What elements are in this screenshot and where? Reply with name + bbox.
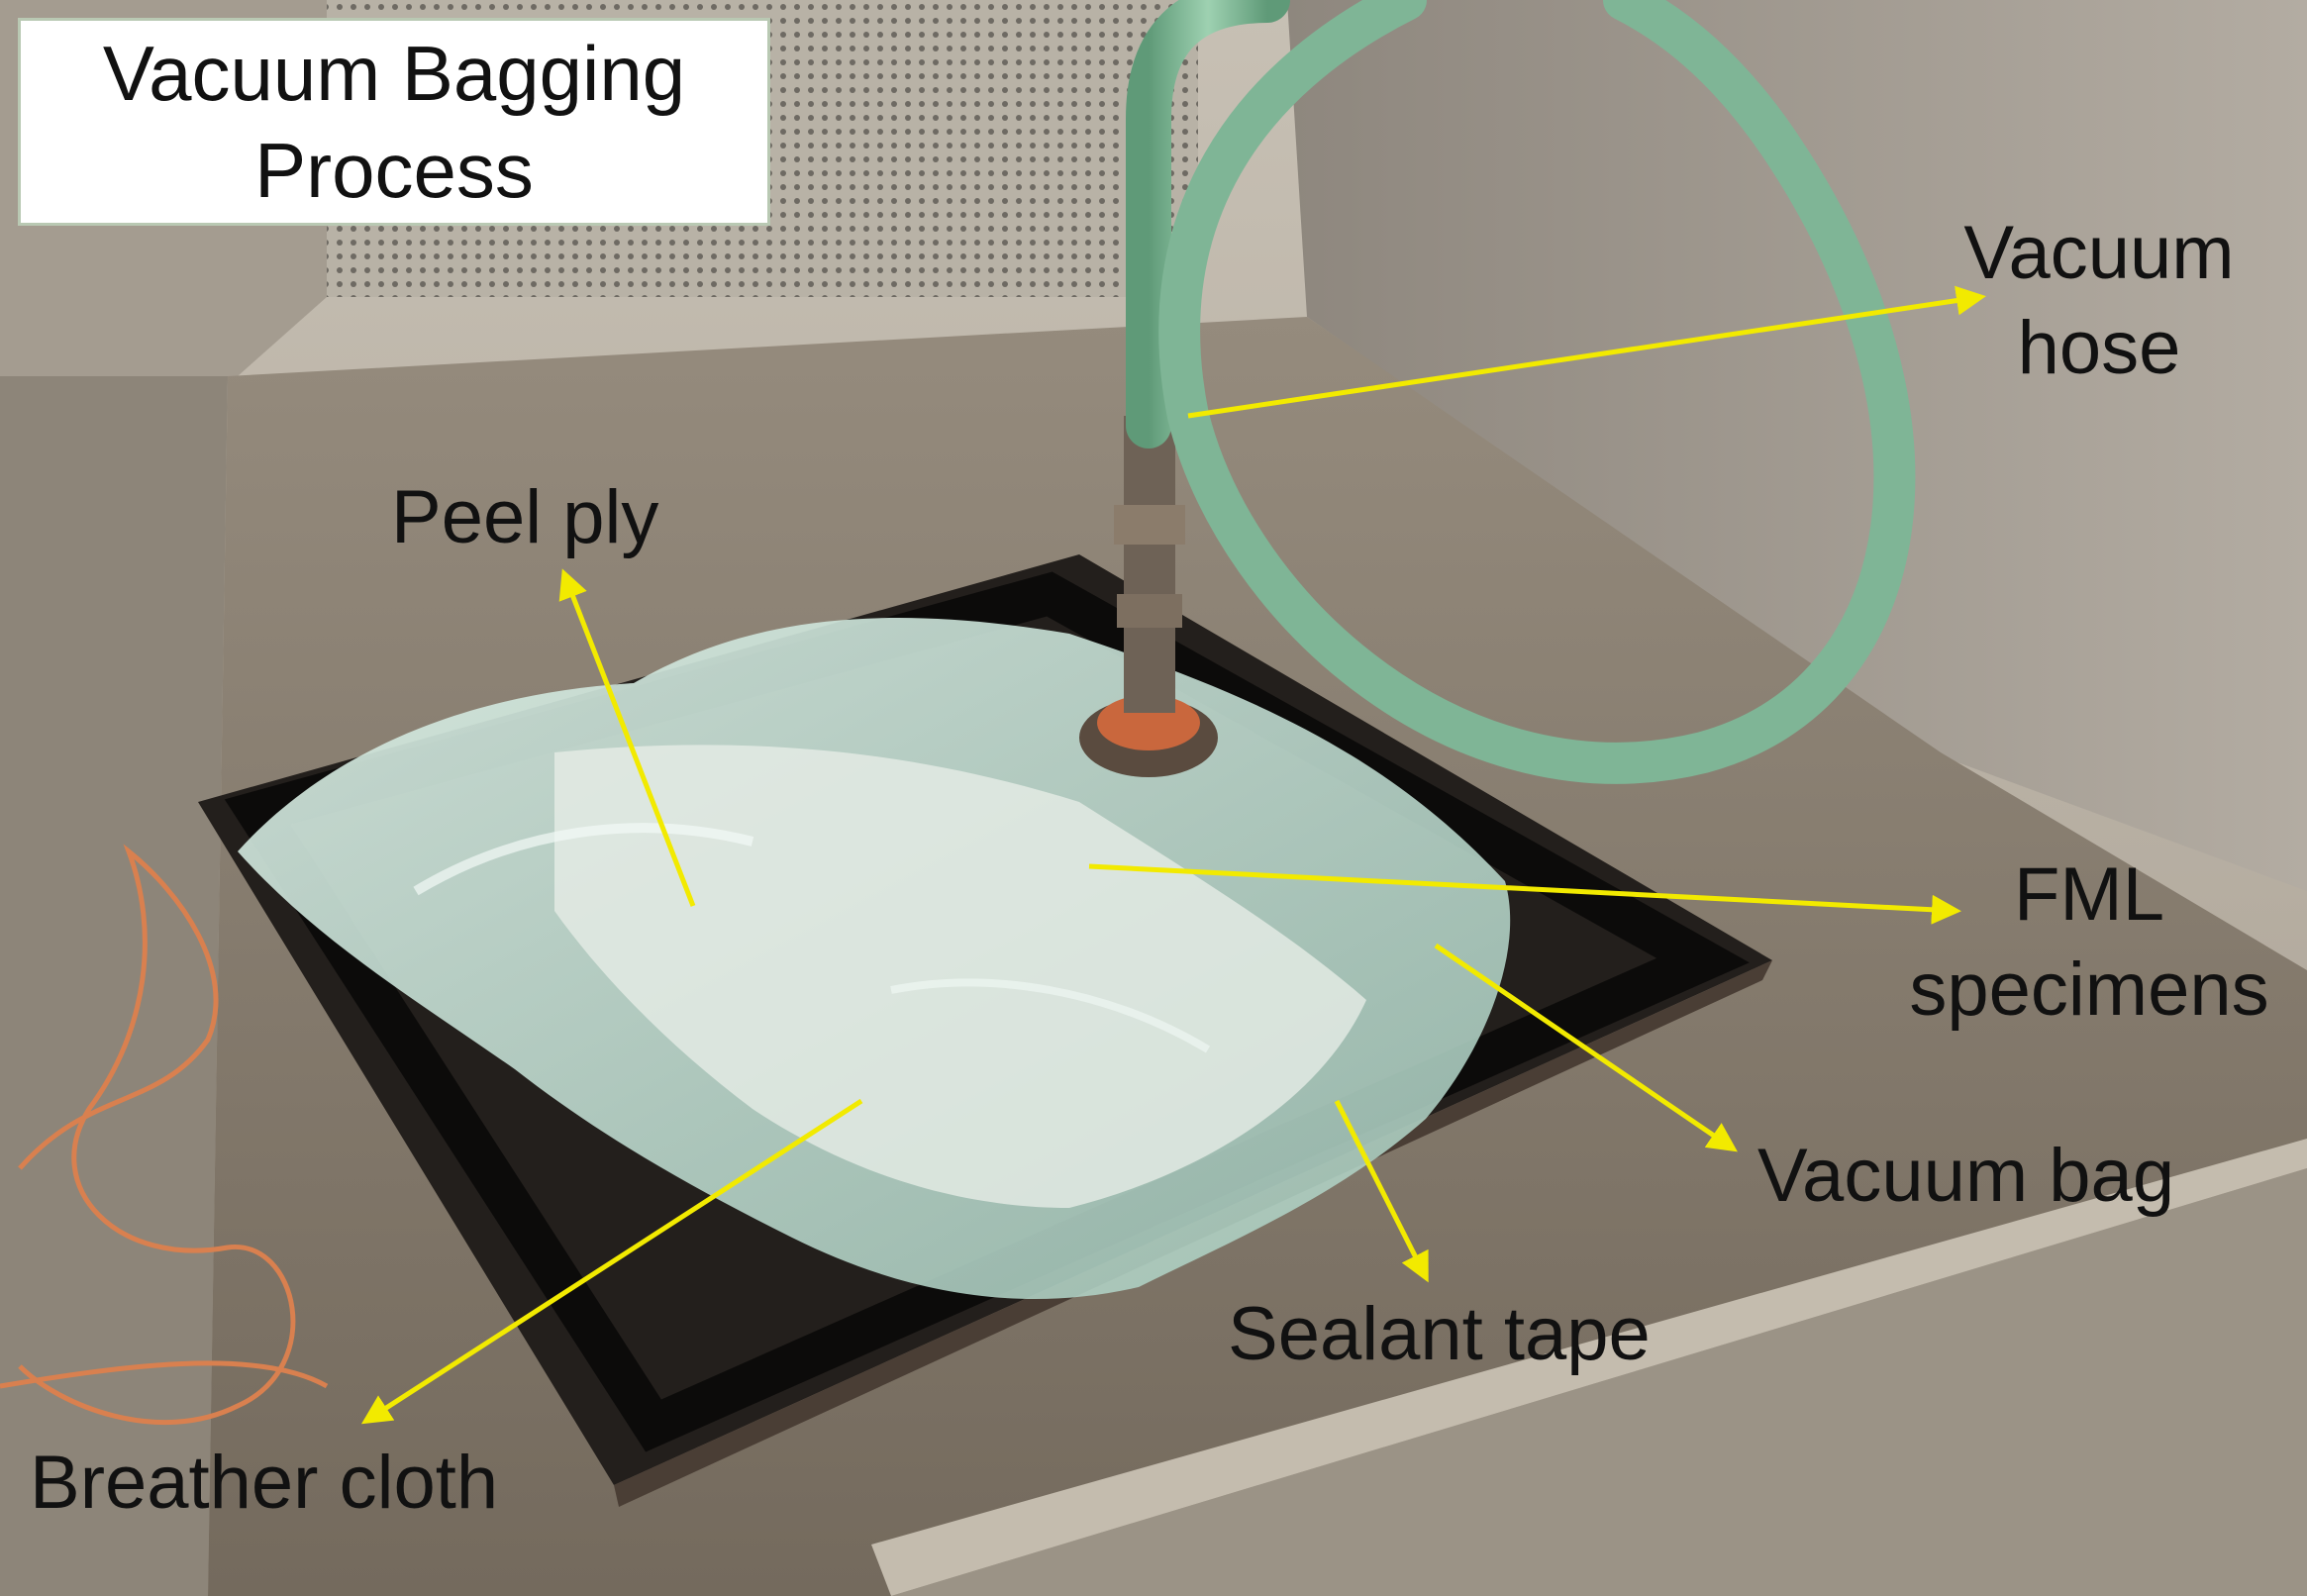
label-fml-line1: FML [2014,852,2164,937]
vacuum-hose [1126,0,1290,449]
title-box: Vacuum Bagging Process [18,18,770,226]
label-breather-cloth: Breather cloth [30,1441,499,1525]
copper-wire [18,844,296,1426]
peel-ply-sheet [554,745,1366,1208]
left-side-panel [0,376,228,1596]
label-vacuum-hose-line2: hose [2017,306,2181,390]
right-wall [1287,0,2307,891]
leader-arrow-fml-specimens [1088,863,1961,925]
tray-front-edge [871,1139,2307,1596]
leader-arrow-peel-ply [558,568,696,907]
vacuum-fitting-collar [1114,505,1185,545]
bag-wrinkle-2 [890,978,1211,1053]
label-vacuum-bag: Vacuum bag [1757,1134,2175,1218]
leader-arrow-breather-cloth [360,1098,863,1425]
leader-arrow-vacuum-hose [1187,285,1986,419]
label-fml-specimens: FML specimens [1881,848,2297,1038]
title-line-1: Vacuum Bagging [102,30,686,117]
label-sealant-tape: Sealant tape [1228,1292,1651,1376]
vacuum-hose-loop [1158,0,1916,784]
label-fml-line2: specimens [1909,948,2269,1032]
label-vacuum-hose-line1: Vacuum [1963,211,2235,295]
vacuum-fitting [1124,416,1175,713]
copper-wire-2 [0,1360,329,1389]
leader-arrow-vacuum-bag [1434,943,1738,1152]
vacuum-fitting-collar-2 [1117,594,1182,628]
label-vacuum-hose: Vacuum hose [1921,206,2277,396]
leader-arrow-sealant-tape [1334,1099,1429,1283]
title-line-2: Process [254,127,534,214]
bag-wrinkle-1 [413,823,754,896]
label-peel-ply: Peel ply [391,475,659,559]
